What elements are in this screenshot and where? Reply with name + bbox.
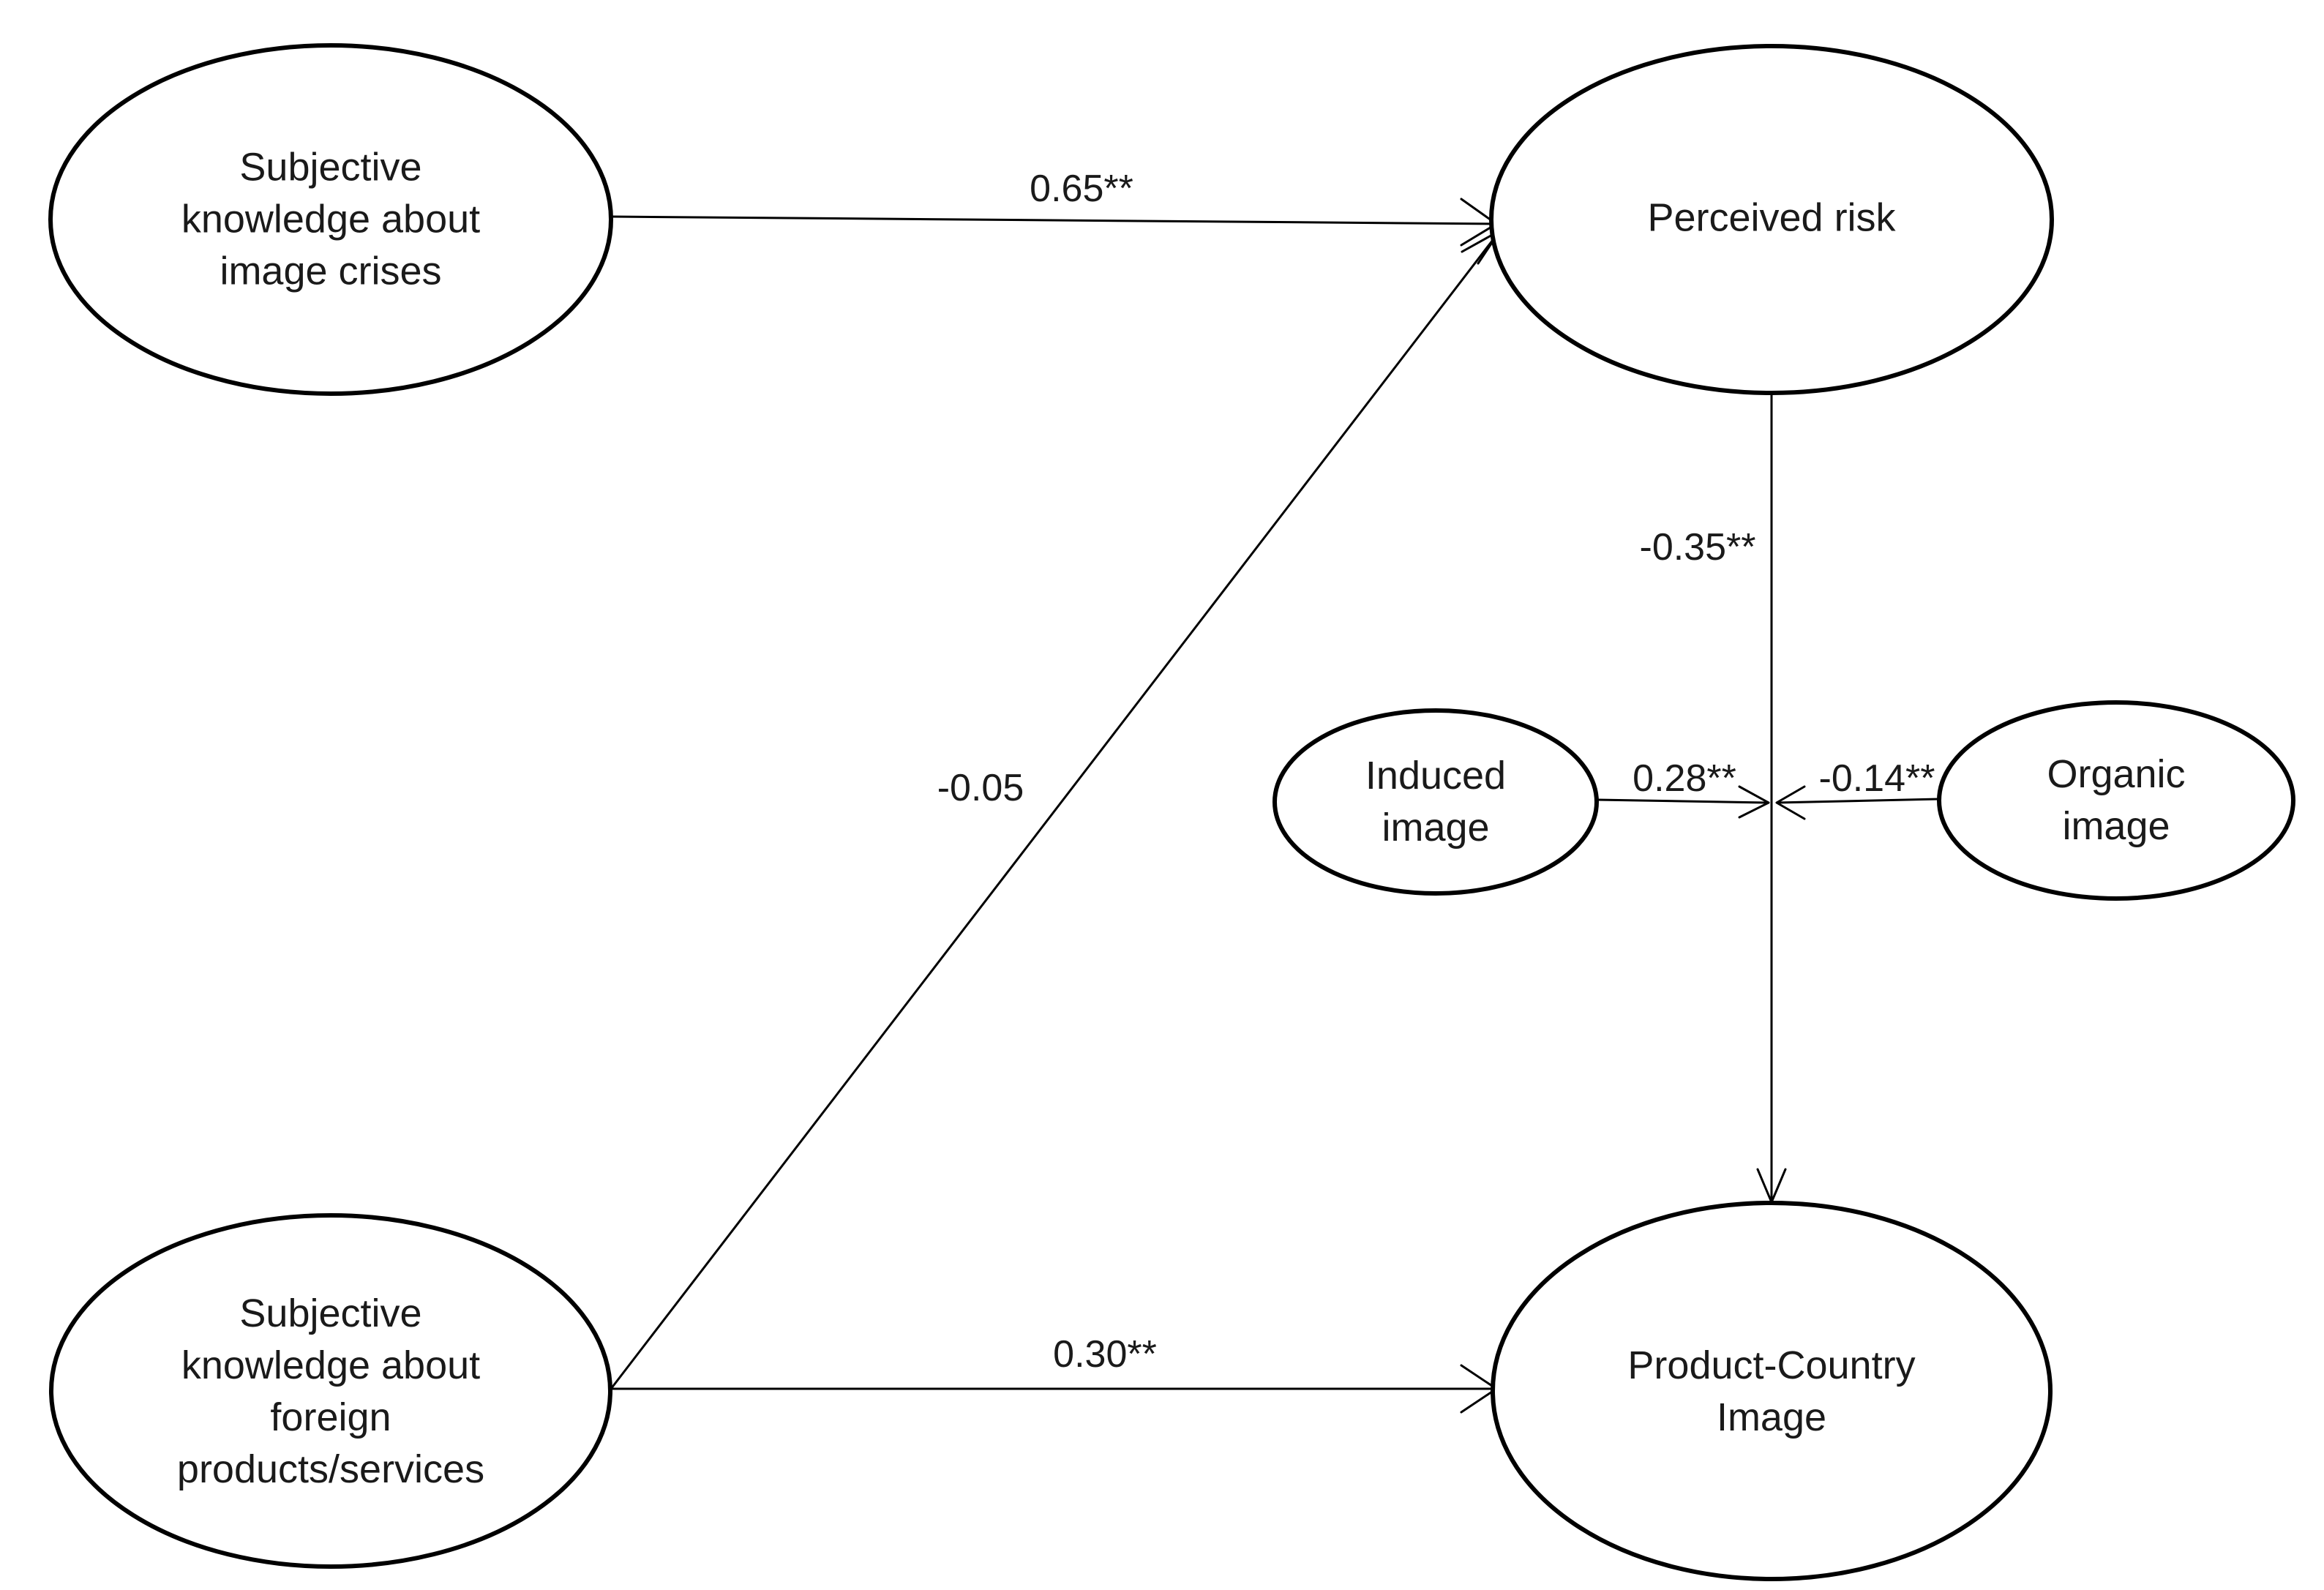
node-induced-image-ellipse <box>1272 708 1599 896</box>
node-organic-image-label: Organic image <box>2047 749 2185 852</box>
edge-foreign-to-risk <box>610 230 1502 1390</box>
node-label-line: image <box>2062 804 2170 848</box>
node-product-country-label: Product-Country Image <box>1627 1340 1915 1444</box>
node-organic-image-ellipse <box>1937 700 2295 901</box>
node-induced-image-label: Induced image <box>1365 750 1506 854</box>
node-label-line: Induced <box>1365 754 1507 798</box>
node-perceived-risk-label: Perceived risk <box>1647 192 1895 244</box>
edge-induced-moderation <box>1596 798 1769 804</box>
node-label-line: foreign <box>270 1395 391 1439</box>
node-label-line: Image <box>1716 1395 1827 1439</box>
node-label-line: Subjective <box>239 1291 422 1335</box>
arrowhead-organic-moderation <box>1775 785 1806 820</box>
node-label-line: Organic <box>2047 752 2186 796</box>
edge-label-crises-to-risk: 0.65** <box>1030 168 1133 210</box>
node-knowledge-foreign-label: Subjective knowledge about foreign produ… <box>177 1288 484 1496</box>
node-knowledge-crises-ellipse <box>48 43 613 396</box>
node-label-line: knowledge about <box>181 1343 481 1387</box>
edge-label-induced-moderation: 0.28** <box>1633 757 1736 800</box>
edge-label-foreign-to-pci: 0.30** <box>1053 1333 1157 1376</box>
edge-label-foreign-to-risk: -0.05 <box>937 767 1024 809</box>
node-knowledge-crises-label: Subjective knowledge about image crises <box>181 142 480 298</box>
edge-label-organic-moderation: -0.14** <box>1818 757 1935 800</box>
node-label-line: Perceived risk <box>1647 195 1896 240</box>
arrowhead-induced-moderation <box>1738 785 1770 819</box>
edge-label-risk-to-pci: -0.35** <box>1639 526 1756 569</box>
edge-crises-to-risk <box>610 215 1497 225</box>
node-label-line: Subjective <box>239 145 422 190</box>
node-label-line: image crises <box>220 249 442 293</box>
node-knowledge-foreign-ellipse <box>49 1213 612 1569</box>
node-label-line: products/services <box>176 1447 485 1491</box>
edge-organic-moderation <box>1776 798 1940 804</box>
node-product-country-ellipse <box>1491 1201 2053 1581</box>
node-label-line: Product-Country <box>1627 1343 1916 1387</box>
node-label-line: image <box>1382 806 1490 850</box>
node-perceived-risk-ellipse <box>1489 44 2054 395</box>
node-label-line: knowledge about <box>181 197 481 241</box>
